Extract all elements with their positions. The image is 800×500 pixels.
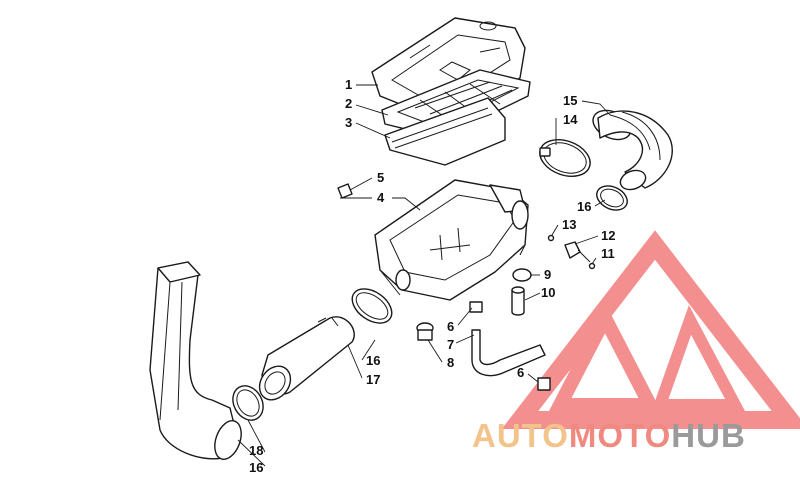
drain-tube-7: [471, 329, 546, 377]
clamp-6-lower: [537, 377, 551, 391]
grommet-8: [416, 322, 434, 341]
watermark-text: AUTOMOTOHUB: [472, 417, 746, 454]
intake-duct-18: [149, 261, 242, 460]
callout-16-lower: 16: [249, 460, 263, 475]
callout-8: 8: [447, 355, 454, 370]
drain-plug-10: [511, 286, 525, 316]
callout-5: 5: [377, 170, 384, 185]
callout-12: 12: [601, 228, 615, 243]
filter-element: [384, 97, 506, 166]
watermark-auto: AUTO: [472, 417, 569, 454]
clamp-16-lower: [232, 385, 264, 421]
callout-labels: 1 2 3 5 4 15 14 16 13 12 11 9 10 6 7 8 6…: [249, 77, 615, 475]
callout-15: 15: [563, 93, 577, 108]
callout-16-upper: 16: [577, 199, 591, 214]
clamp-14: [539, 139, 591, 177]
callout-6-lower: 6: [517, 365, 524, 380]
clamp-6-upper: [469, 301, 483, 313]
airbox-housing: [374, 179, 529, 301]
callout-10: 10: [541, 285, 555, 300]
callout-1: 1: [345, 77, 352, 92]
leader-lines: [237, 84, 611, 467]
callout-3: 3: [345, 115, 352, 130]
clamp-16-mid: [351, 288, 393, 324]
screw-11: [588, 262, 596, 270]
watermark-moto: MOTO: [569, 417, 671, 454]
clamp-9: [512, 268, 532, 282]
intake-tube-17: [258, 316, 355, 401]
callout-17: 17: [366, 372, 380, 387]
callout-16-mid: 16: [366, 353, 380, 368]
callout-6-upper: 6: [447, 319, 454, 334]
svg-text:AUTOMOTOHUB: AUTOMOTOHUB: [472, 417, 746, 454]
callout-14: 14: [563, 112, 578, 127]
watermark-hub: HUB: [671, 417, 746, 454]
callout-13: 13: [562, 217, 576, 232]
clip-5: [337, 183, 353, 199]
callout-7: 7: [447, 337, 454, 352]
clamp-16-upper: [596, 185, 628, 211]
callout-18: 18: [249, 443, 263, 458]
callout-9: 9: [544, 267, 551, 282]
callout-11: 11: [601, 246, 615, 261]
callout-2: 2: [345, 96, 352, 111]
watermark-logo: [501, 230, 800, 429]
sensor-12: [564, 241, 591, 263]
callout-4: 4: [377, 190, 385, 205]
screw-13: [547, 234, 555, 242]
intake-boot: [592, 109, 673, 191]
